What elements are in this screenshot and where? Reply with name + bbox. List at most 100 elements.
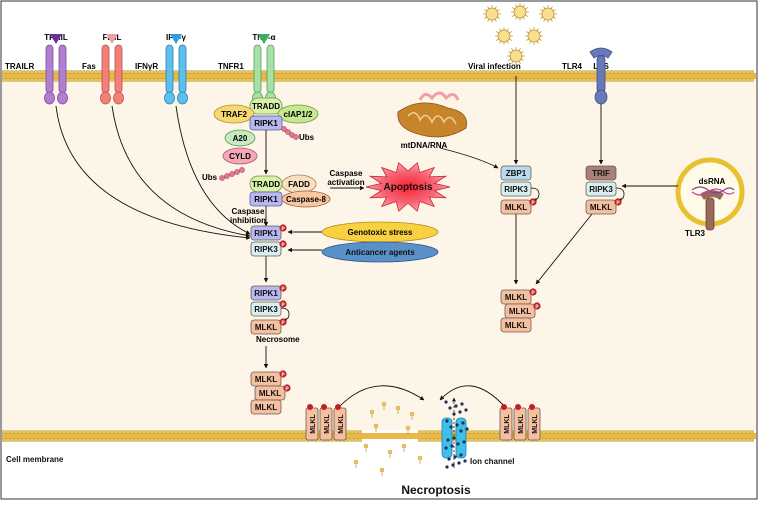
lipid-head xyxy=(310,77,315,82)
zbp1-mlkl-label: MLKL xyxy=(505,203,527,212)
lipid-head xyxy=(9,430,14,435)
lipid-head xyxy=(678,438,683,443)
lipid-head xyxy=(262,77,267,82)
lipid-head xyxy=(670,438,675,443)
lipid-head xyxy=(18,77,23,82)
lipid-head xyxy=(274,77,279,82)
lipid-head xyxy=(658,69,663,74)
lipid-head xyxy=(494,438,499,443)
lipid-head xyxy=(466,69,471,74)
lipid-head xyxy=(266,430,271,435)
lipid-head xyxy=(578,69,583,74)
lipid-head xyxy=(542,69,547,74)
lipid-head xyxy=(350,69,355,74)
lipid-head xyxy=(390,69,395,74)
lipid-head xyxy=(462,69,467,74)
lipid-head xyxy=(718,430,723,435)
label-line: Caspase xyxy=(232,207,265,216)
lipid-head xyxy=(430,69,435,74)
lipid-head xyxy=(674,77,679,82)
lipid-head xyxy=(22,438,27,443)
lipid-head xyxy=(538,77,543,82)
lipid-head xyxy=(290,438,295,443)
lipid-head xyxy=(438,77,443,82)
zbp1: ZBP1 xyxy=(500,165,532,181)
lipid-head xyxy=(698,438,703,443)
lipid-head xyxy=(386,69,391,74)
lipid-head xyxy=(582,430,587,435)
virus-capsid xyxy=(527,29,541,43)
lipid-head xyxy=(478,438,483,443)
lipid-head xyxy=(229,77,234,82)
lipid-head xyxy=(706,77,711,82)
lipid-head xyxy=(646,438,651,443)
lipid-head xyxy=(42,430,47,435)
fas-receptor xyxy=(100,34,124,105)
lipid-head xyxy=(402,69,407,74)
lipid-head xyxy=(750,69,755,74)
lipid-head xyxy=(369,409,375,415)
lipid-head xyxy=(642,430,647,435)
lipid-head xyxy=(678,69,683,74)
zbp1-mlkl-box xyxy=(500,199,532,215)
lipid-head xyxy=(217,77,222,82)
lipid-head xyxy=(189,77,194,82)
complex1-ubs: Ubs xyxy=(299,133,315,142)
lipid-head xyxy=(129,69,134,74)
lipid-head xyxy=(153,77,158,82)
lipid-head xyxy=(474,77,479,82)
lipid-head xyxy=(34,77,39,82)
lipid-head xyxy=(241,77,246,82)
ion-dot xyxy=(446,438,450,442)
lipid-head xyxy=(77,430,82,435)
lipid-head xyxy=(494,69,499,74)
lipid-head xyxy=(638,69,643,74)
phospho-dot xyxy=(529,198,537,206)
lipid-head xyxy=(662,430,667,435)
lipid-head xyxy=(173,430,178,435)
lipid-head xyxy=(554,430,559,435)
lipid-head xyxy=(346,438,351,443)
lipid-head xyxy=(450,77,455,82)
lipid-head xyxy=(750,430,755,435)
mtdna-label: mtDNA/RNA xyxy=(401,141,448,150)
complex-1: TRADD TRAF2 cIAP1/2 RIPK1 Ubs A20 CYLD xyxy=(213,97,319,165)
lipid-head xyxy=(81,438,86,443)
lipid-head xyxy=(302,69,307,74)
lipid-head xyxy=(121,69,126,74)
phospho-dot xyxy=(335,404,341,410)
lipid-head xyxy=(654,69,659,74)
lipid-head xyxy=(209,77,214,82)
phospho-label: P xyxy=(281,303,285,309)
lipid-head xyxy=(221,77,226,82)
lipid-head xyxy=(189,69,194,74)
membrane-mlkl-right-3: MLKL xyxy=(527,404,541,441)
trif-label: TRIF xyxy=(592,169,610,178)
lipid-head xyxy=(534,77,539,82)
lipid-head xyxy=(73,430,78,435)
lipid-head xyxy=(258,438,263,443)
lipid-head xyxy=(738,430,743,435)
lipid-head xyxy=(249,430,254,435)
lipid-head xyxy=(2,69,6,74)
lipid-head xyxy=(233,430,238,435)
arrow-mtdna-to-zbp1 xyxy=(439,147,499,169)
arrow-fas-to-ripk1 xyxy=(111,105,251,238)
lipid-head xyxy=(514,69,519,74)
ion-dot xyxy=(449,425,453,429)
lipid-head xyxy=(590,438,595,443)
lipid-head xyxy=(141,430,146,435)
ion-dot xyxy=(461,421,465,425)
lipid-head xyxy=(89,69,94,74)
lipid-head xyxy=(706,438,711,443)
lipid-head xyxy=(574,69,579,74)
zbp1-ripk3-label: RIPK3 xyxy=(504,185,528,194)
lipid-head xyxy=(213,438,218,443)
lipid-head xyxy=(270,438,275,443)
arrow-ifn-to-ripk1 xyxy=(175,105,251,235)
lipid-head xyxy=(546,430,551,435)
ion-dot xyxy=(462,440,466,444)
lipid-head xyxy=(81,77,86,82)
